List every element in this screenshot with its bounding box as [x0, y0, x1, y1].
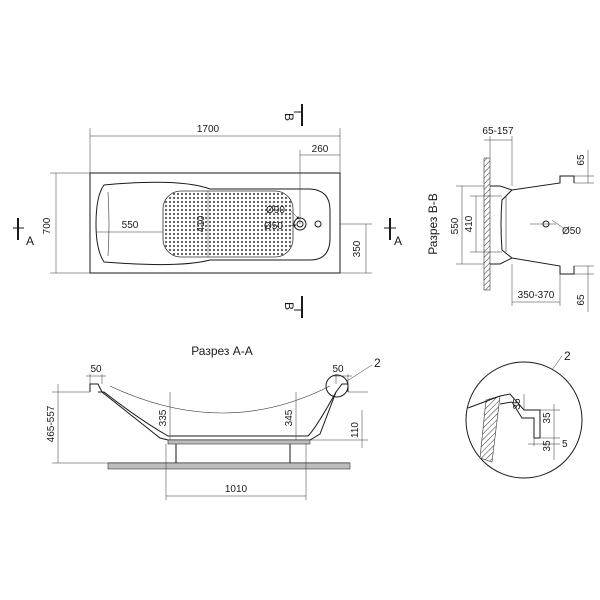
- dim-335-label: 335: [158, 409, 169, 426]
- dim-345-label: 345: [284, 409, 295, 426]
- detail-dim-35-c: 35: [542, 440, 553, 452]
- section-b-label-bottom: B: [282, 302, 296, 310]
- tub-profile-inner: [98, 391, 337, 437]
- section-bb: Разрез B-B Ø50 65-157 65 65 550: [426, 126, 594, 312]
- section-bb-bottom-65-label: 65: [576, 294, 587, 306]
- section-aa-callout: 2: [374, 356, 381, 370]
- dim-height-label: 465-557: [46, 405, 57, 442]
- dim-drain-350-label: 350: [352, 240, 363, 257]
- section-bb-d50-label: Ø50: [562, 226, 581, 237]
- dim-length-label: 1700: [197, 124, 220, 135]
- wall: [483, 157, 491, 291]
- dim-1010-label: 1010: [225, 484, 248, 495]
- detail-2: 2 35 35 35 5: [465, 349, 583, 479]
- floor: [107, 462, 351, 470]
- dim-width-label: 700: [42, 217, 53, 234]
- drain-d50-label: Ø50: [264, 221, 283, 232]
- detail-2-circle: [325, 374, 349, 398]
- dim-inner-550-label: 550: [122, 220, 139, 231]
- section-a-label-left: A: [26, 234, 34, 248]
- section-aa-title: Разрез A-A: [191, 344, 253, 358]
- detail-wall: [479, 395, 501, 463]
- section-b-label-top: B: [282, 113, 296, 121]
- tub-rim-bottom: [490, 257, 575, 275]
- tub-profile-outer: [89, 383, 349, 441]
- tub-rim-top: [490, 175, 575, 191]
- bowl-inner-curve-left: [107, 191, 110, 257]
- top-view: 1700 260 700 550 410 Ø90 Ø50 350 A A: [13, 104, 402, 318]
- section-aa: Разрез A-A 2 50 50 465-557 335: [46, 344, 381, 500]
- tub-bowl-side: [500, 189, 513, 259]
- overflow-icon: [314, 220, 322, 228]
- drain-d90-label: Ø90: [266, 205, 285, 216]
- anti-slip-area: [162, 190, 294, 258]
- detail-dim-35-a: 35: [512, 398, 523, 410]
- detail-rim-inner: [499, 401, 535, 438]
- section-bb-410-label: 410: [464, 215, 475, 232]
- detail-rim-profile: [467, 393, 541, 438]
- section-bb-drain-icon: [542, 220, 550, 228]
- section-bb-350-370-label: 350-370: [518, 290, 555, 301]
- dim-left-50-label: 50: [90, 364, 102, 375]
- section-bb-top-65-label: 65: [576, 154, 587, 166]
- dim-inner-410-label: 410: [196, 215, 207, 232]
- bathtub-rim-outline: [89, 172, 341, 274]
- support-frame: [167, 439, 311, 445]
- section-bb-title: Разрез B-B: [426, 193, 440, 255]
- water-curve: [109, 385, 331, 414]
- detail-2-outline: [465, 361, 583, 479]
- bathtub-bowl-outline: [95, 181, 331, 266]
- section-bb-550-label: 550: [450, 217, 461, 234]
- dim-110-label: 110: [350, 422, 361, 438]
- detail-dim-5: 5: [562, 439, 568, 450]
- dim-drain-offset-label: 260: [312, 144, 329, 155]
- dim-right-50-label: 50: [332, 364, 344, 375]
- section-a-label-right: A: [394, 234, 402, 248]
- detail-2-callout: 2: [564, 349, 571, 363]
- detail-dim-35-b: 35: [542, 412, 553, 424]
- section-bb-wall-label: 65-157: [482, 126, 514, 137]
